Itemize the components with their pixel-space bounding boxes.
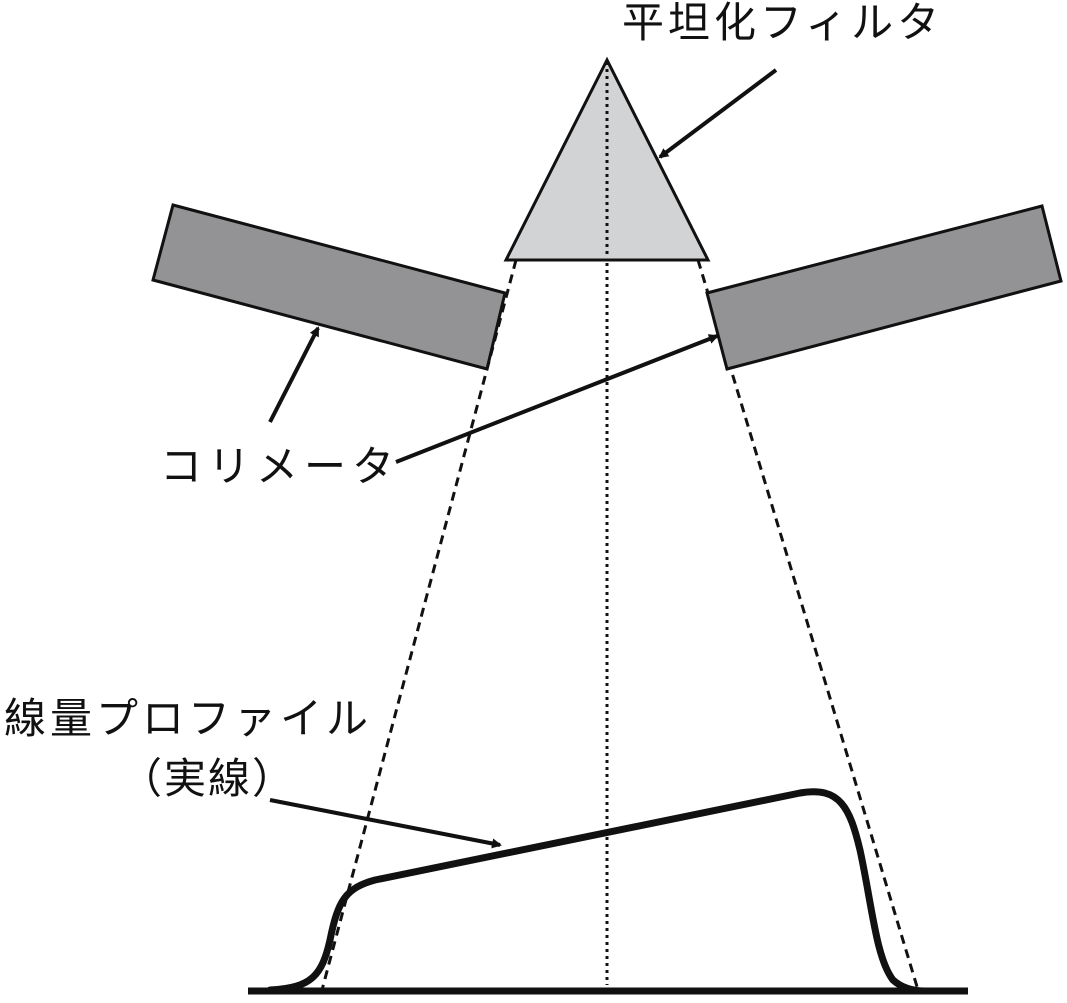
- dose-profile-arrow: [269, 798, 502, 849]
- collimator-right: [705, 204, 1063, 371]
- dose-profile-label: 線量プロファイル: [4, 694, 373, 743]
- collimator-arrow-left: [268, 326, 320, 423]
- beam-edge-right: [696, 259, 920, 991]
- dose-profile-curve: [266, 788, 929, 995]
- collimator-left: [151, 203, 507, 371]
- collimator-arrow-right: [395, 334, 719, 464]
- dose-profile-note: （実線）: [120, 754, 297, 803]
- collimator-label: コリメータ: [160, 442, 401, 491]
- filter-arrow: [658, 68, 778, 159]
- beam-edge-left: [320, 259, 518, 991]
- flattening-filter-label: 平坦化フィルタ: [622, 0, 944, 47]
